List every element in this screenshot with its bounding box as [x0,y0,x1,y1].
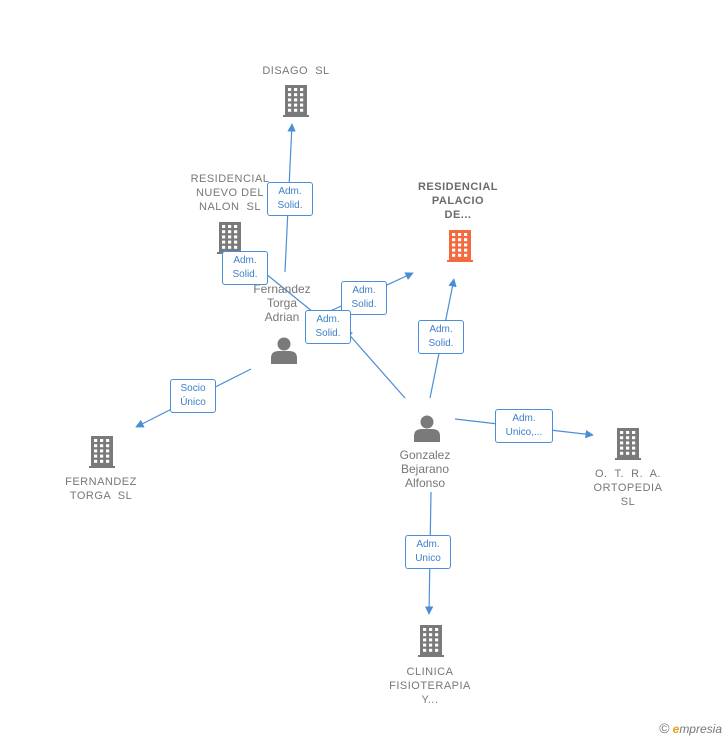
icons-layer [89,85,641,657]
node-label-line: SL [620,496,636,508]
node-label-line: RESIDENCIAL [417,181,499,193]
person-icon[interactable] [414,415,440,443]
edge-label-line: Solid. [232,269,258,280]
edge-label-line: Adm. [512,413,536,424]
node-label-line: PALACIO [431,195,485,207]
edge-label-fernandez-adrian-to-residencial-nuevo[interactable]: Adm. Solid. [222,251,268,285]
edge-label-gonzalez-to-fernandez-adrian[interactable]: Adm. Solid. [305,310,351,344]
building-icon[interactable] [89,436,115,468]
node-label-line: Adrian [264,310,300,324]
node-label-line: Y... [421,694,439,706]
node-label-line: CLINICA [406,666,454,678]
node-label-line: Fernandez [253,282,311,296]
node-label-residencial-palacio[interactable]: RESIDENCIAL PALACIO DE... [398,180,518,222]
edge-label-line: Solid. [351,299,377,310]
node-label-line: DE... [444,209,472,221]
building-icon[interactable] [447,230,473,262]
building-icon[interactable] [283,85,309,117]
edge-label-gonzalez-to-residencial-palacio[interactable]: Adm. Solid. [418,320,464,354]
node-label-line: Alfonso [404,476,446,490]
edge-label-line: Unico,... [505,427,543,438]
node-label-line: Bejarano [400,462,450,476]
node-label-fernandez-torga-sl[interactable]: FERNANDEZ TORGA SL [41,475,161,503]
brand-watermark: ©empresia [659,720,722,736]
edge-label-line: Adm. [429,324,453,335]
edge-gonzalez-to-fernandez-adrian [344,329,406,399]
edge-label-line: Solid. [428,338,454,349]
edge-label-gonzalez-to-clinica[interactable]: Adm. Unico [405,535,451,569]
node-label-line: DISAGO SL [262,65,330,77]
node-label-disago[interactable]: DISAGO SL [236,64,356,78]
edge-label-line: Solid. [315,328,341,339]
edge-label-gonzalez-to-otra[interactable]: Adm. Unico,... [495,409,553,443]
edge-label-line: Socio [180,383,206,394]
brand-name: mpresia [679,722,722,736]
building-icon[interactable] [418,625,444,657]
node-label-line: FERNANDEZ [65,476,137,488]
edge-label-fernandez-adrian-to-residencial-palacio[interactable]: Adm. Solid. [341,281,387,315]
edge-label-line: Solid. [277,200,303,211]
edge-label-line: Adm. [233,255,257,266]
node-label-line: RESIDENCIAL [190,173,270,185]
node-label-residencial-nuevo[interactable]: RESIDENCIAL NUEVO DEL NALON SL [170,172,290,214]
node-label-line: TORGA SL [69,490,133,502]
node-label-line: NALON SL [199,201,261,213]
node-label-line: Torga [266,296,298,310]
node-label-line: NUEVO DEL [195,187,265,199]
node-label-clinica[interactable]: CLINICA FISIOTERAPIA Y... [370,665,490,707]
edge-label-line: Unico [415,553,441,564]
edge-label-residencial-nuevo-to-disago[interactable]: Adm. Solid. [267,182,313,216]
node-label-line: FISIOTERAPIA [389,680,471,692]
edge-label-line: Adm. [316,314,340,325]
edge-label-line: Adm. [278,186,302,197]
node-label-line: ORTOPEDIA [593,482,663,494]
brand-logo-e: e [672,722,680,736]
person-icon[interactable] [271,337,297,365]
building-icon[interactable] [615,428,641,460]
copyright-symbol: © [659,720,670,736]
node-label-otra[interactable]: O. T. R. A. ORTOPEDIA SL [568,467,688,509]
edge-label-line: Único [180,397,206,408]
building-icon[interactable] [217,222,243,254]
node-label-line: Gonzalez [399,448,451,462]
edge-label-line: Adm. [416,539,440,550]
edge-label-line: Adm. [352,285,376,296]
node-label-line: O. T. R. A. [594,468,662,480]
